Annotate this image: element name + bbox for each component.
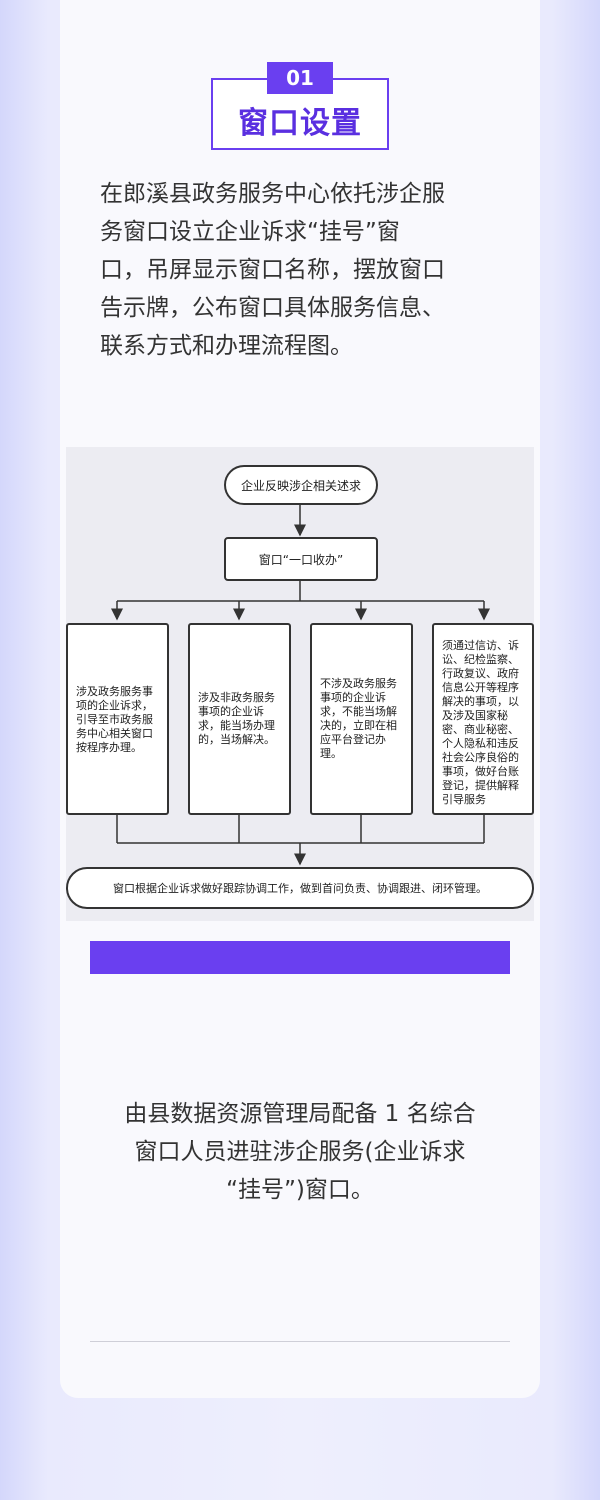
branch-line: 事项，做好台账 [442, 765, 519, 778]
branch-line: 不涉及政务服务 [320, 677, 397, 690]
divider [90, 1341, 510, 1342]
intro-paragraph: 在郎溪县政务服务中心依托涉企服 务窗口设立企业诉求“挂号”窗 口，吊屏显示窗口名… [100, 175, 500, 365]
branch-line: 登记，提供解释 [442, 779, 519, 792]
intro-line: 告示牌，公布窗口具体服务信息、 [100, 295, 445, 321]
branch-line: 引导服务 [442, 793, 486, 806]
branch-line: 求，能当场办理 [198, 719, 275, 732]
branch-line: 事项的企业诉 [320, 691, 386, 704]
flow-intake-node: 窗口“一口收办” [224, 537, 378, 581]
branch-line: 务中心相关窗口 [76, 727, 153, 740]
branch-line: 按程序办理。 [76, 741, 142, 754]
branch-line: 涉及政务服务事 [76, 685, 153, 698]
branch-line: 引导至市政务服 [76, 713, 153, 726]
intro-line: 联系方式和办理流程图。 [100, 333, 353, 359]
branch-line: 须通过信访、诉 [442, 639, 519, 652]
flow-branch-node: 涉及政务服务事 项的企业诉求， 引导至市政务服 务中心相关窗口 按程序办理。 [66, 623, 169, 815]
branch-line: 事项的企业诉 [198, 705, 264, 718]
branch-line: 决的，立即在相 [320, 719, 397, 732]
branch-line: 理。 [320, 747, 342, 760]
branch-line: 行政复议、政府 [442, 667, 519, 680]
intro-line: 在郎溪县政务服务中心依托涉企服 [100, 181, 445, 207]
intro-line: 口，吊屏显示窗口名称，摆放窗口 [100, 257, 445, 283]
branch-line: 信息公开等程序 [442, 681, 519, 694]
branch-line: 涉及非政务服务 [198, 691, 275, 704]
branch-line: 个人隐私和违反 [442, 737, 519, 750]
flow-branch-node: 须通过信访、诉 讼、纪检监察、 行政复议、政府 信息公开等程序 解决的事项，以 … [432, 623, 534, 815]
branch-line: 的，当场解决。 [198, 733, 275, 746]
staffing-line: 窗口人员进驻涉企服务(企业诉求 [134, 1139, 466, 1165]
flowchart: 企业反映涉企相关述求 窗口“一口收办” 涉及政务服务事 项的企业诉求， 引导至市… [66, 447, 534, 921]
branch-line: 讼、纪检监察、 [442, 653, 519, 666]
staffing-line: 由县数据资源管理局配备 1 名综合 [124, 1101, 476, 1127]
flowchart-connectors [111, 505, 490, 866]
flow-branch-node: 涉及非政务服务 事项的企业诉 求，能当场办理 的，当场解决。 [188, 623, 291, 815]
intro-line: 务窗口设立企业诉求“挂号”窗 [100, 219, 400, 245]
branch-line: 社会公序良俗的 [442, 751, 519, 764]
branch-line: 解决的事项，以 [442, 695, 519, 708]
branch-line: 项的企业诉求， [76, 699, 153, 712]
flow-end-node: 窗口根据企业诉求做好跟踪协调工作，做到首问负责、协调跟进、闭环管理。 [66, 867, 534, 909]
flow-start-node: 企业反映涉企相关述求 [224, 465, 378, 505]
flow-branch-node: 不涉及政务服务 事项的企业诉 求，不能当场解 决的，立即在相 应平台登记办 理。 [310, 623, 413, 815]
branch-line: 应平台登记办 [320, 733, 386, 746]
section-number-badge: 01 [267, 62, 333, 94]
branch-line: 及涉及国家秘 [442, 709, 508, 722]
branch-line: 密、商业秘密、 [442, 723, 519, 736]
staffing-paragraph: 由县数据资源管理局配备 1 名综合 窗口人员进驻涉企服务(企业诉求 “挂号”)窗… [100, 1095, 500, 1209]
branch-line: 求，不能当场解 [320, 705, 397, 718]
staffing-line: “挂号”)窗口。 [226, 1177, 374, 1203]
section-title: 窗口设置 [238, 106, 362, 141]
accent-bar [90, 941, 510, 974]
